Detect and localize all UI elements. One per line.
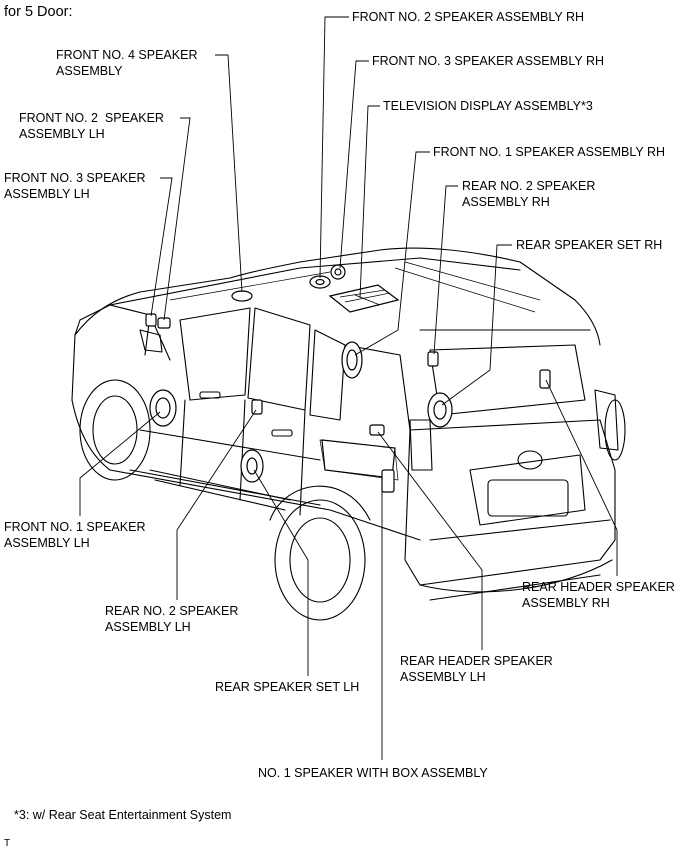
vehicle-outline [71, 247, 626, 621]
label-television-display: TELEVISION DISPLAY ASSEMBLY*3 [383, 99, 593, 113]
front-no2-speaker-rh-icon [309, 275, 331, 289]
label-front-no3-speaker-lh-line1: FRONT NO. 3 SPEAKER [4, 171, 146, 185]
label-front-no4-speaker-line1: FRONT NO. 4 SPEAKER [56, 48, 198, 62]
label-rear-header-speaker-lh-line2: ASSEMBLY LH [400, 670, 486, 684]
label-rear-no2-speaker-rh-line2: ASSEMBLY RH [462, 195, 550, 209]
label-front-no3-speaker-lh-line2: ASSEMBLY LH [4, 187, 90, 201]
page-title: for 5 Door: [4, 4, 73, 20]
front-no1-speaker-rh-icon [341, 341, 363, 379]
front-no4-speaker-icon [231, 290, 253, 302]
rear-header-speaker-lh-icon [369, 424, 385, 436]
rear-no2-speaker-lh-icon [251, 399, 263, 415]
front-no3-speaker-rh-icon [330, 264, 346, 280]
label-rear-header-speaker-rh-line1: REAR HEADER SPEAKER [522, 580, 675, 594]
rear-no2-speaker-rh-icon [427, 351, 439, 367]
corner-mark: T [4, 838, 11, 849]
leader-lines [79, 16, 618, 760]
label-front-no1-speaker-lh-line2: ASSEMBLY LH [4, 536, 90, 550]
footnote: *3: w/ Rear Seat Entertainment System [14, 808, 232, 822]
label-no1-speaker-with-box: NO. 1 SPEAKER WITH BOX ASSEMBLY [258, 766, 488, 780]
label-rear-speaker-set-lh: REAR SPEAKER SET LH [215, 680, 360, 694]
label-rear-header-speaker-lh-line1: REAR HEADER SPEAKER [400, 654, 553, 668]
front-no1-speaker-lh-icon [149, 389, 177, 427]
label-front-no4-speaker-line2: ASSEMBLY [56, 64, 123, 78]
television-display-icon [328, 284, 400, 313]
label-rear-no2-speaker-rh-line1: REAR NO. 2 SPEAKER [462, 179, 596, 193]
speaker-components [145, 264, 551, 493]
label-front-no1-speaker-lh-line1: FRONT NO. 1 SPEAKER [4, 520, 146, 534]
label-rear-no2-speaker-lh-line2: ASSEMBLY LH [105, 620, 191, 634]
rear-speaker-set-rh-icon [427, 392, 453, 428]
rear-speaker-set-lh-icon [240, 449, 264, 483]
label-front-no1-speaker-rh: FRONT NO. 1 SPEAKER ASSEMBLY RH [433, 145, 666, 159]
label-front-no2-speaker-lh-line1: FRONT NO. 2 SPEAKER [19, 111, 164, 125]
label-rear-header-speaker-rh-line2: ASSEMBLY RH [522, 596, 610, 610]
no1-speaker-with-box-icon [321, 439, 396, 493]
label-rear-no2-speaker-lh-line1: REAR NO. 2 SPEAKER [105, 604, 239, 618]
label-front-no3-speaker-rh: FRONT NO. 3 SPEAKER ASSEMBLY RH [372, 54, 605, 68]
label-rear-speaker-set-rh: REAR SPEAKER SET RH [516, 238, 663, 252]
label-front-no2-speaker-rh: FRONT NO. 2 SPEAKER ASSEMBLY RH [352, 10, 585, 24]
label-front-no2-speaker-lh-line2: ASSEMBLY LH [19, 127, 105, 141]
